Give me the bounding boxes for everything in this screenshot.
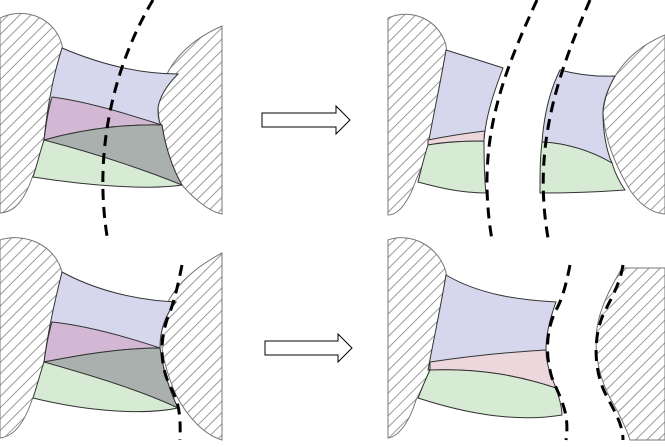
green-piece [417, 369, 563, 419]
right-hatched-body [602, 34, 665, 215]
right-arrow-icon [264, 332, 353, 364]
panel-bottom-before [0, 237, 223, 441]
panel-top-after [387, 0, 665, 241]
overlap-region [42, 124, 184, 187]
right-blue-piece [541, 69, 616, 165]
cut-line-left [545, 264, 572, 441]
cut-line [160, 264, 184, 441]
panel-top-before [0, 0, 223, 237]
cut-line-left [485, 0, 539, 241]
right-hatched-body [595, 267, 665, 441]
right-green-piece [539, 141, 626, 194]
right-hatched-body [160, 252, 223, 441]
cut-line [101, 0, 155, 237]
cut-line-right [594, 264, 625, 441]
overlap-region [43, 347, 180, 410]
left-green-piece [417, 140, 487, 194]
right-arrow-icon [261, 104, 351, 136]
panel-bottom-after [387, 237, 665, 441]
